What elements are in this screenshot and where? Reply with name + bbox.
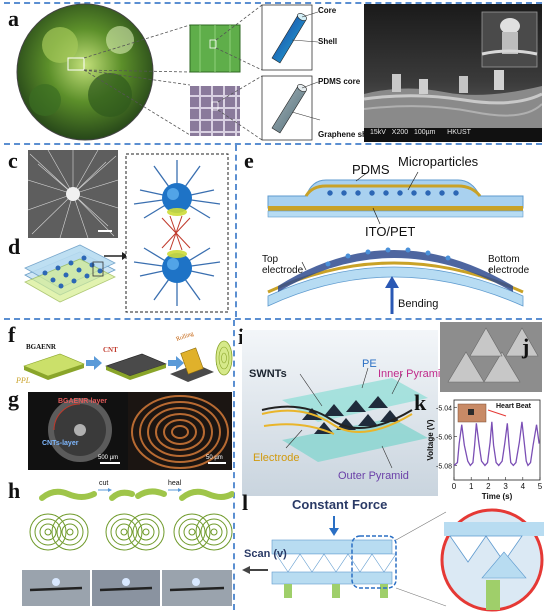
label-pe: PE	[362, 358, 377, 370]
sensor-chip	[468, 409, 474, 415]
label-outer-pyramid: Outer Pyramid	[338, 470, 409, 482]
label-swnts: SWNTs	[249, 368, 287, 380]
panel-label-e: e	[244, 148, 254, 173]
label-shell: Shell	[318, 37, 338, 46]
separator-top	[4, 2, 542, 4]
label-electrode: Electrode	[253, 452, 300, 464]
scale-50um: 50 µm	[206, 455, 223, 461]
y-tick-label: -5.04	[436, 405, 452, 412]
x-tick-label: 1	[469, 482, 474, 491]
panel-j-sem	[440, 322, 542, 392]
label-microparticles: Microparticles	[398, 154, 479, 169]
panel-cd-zoom-box	[104, 153, 229, 313]
label-pdms: PDMS	[352, 162, 390, 177]
annotation-heart-beat: Heart Beat	[496, 403, 532, 410]
label-bending: Bending	[398, 298, 439, 310]
separator-row2	[4, 318, 542, 320]
panel-label-c: c	[8, 148, 18, 173]
sem-info: 15kV X200 100µm HKUST	[370, 129, 471, 136]
label-cnt: CNT	[103, 346, 118, 354]
panel-label-l: l	[242, 490, 249, 515]
label-ppl: PPL	[16, 376, 31, 385]
panel-label-f: f	[8, 322, 16, 347]
x-tick-label: 3	[503, 482, 508, 491]
panel-g-sem	[28, 392, 128, 470]
scale-500um: 500 µm	[98, 455, 119, 461]
y-tick-label: -5.08	[436, 463, 452, 470]
label-cnts-layer: CNTs-layer	[42, 440, 79, 447]
label-constant-force: Constant Force	[292, 497, 388, 512]
label-inner-pyramid: Inner Pyramid	[378, 368, 447, 380]
panel-e-graphic	[267, 171, 524, 314]
panel-label-g: g	[8, 386, 19, 411]
panel-g-optical	[128, 392, 232, 470]
label-pdms-core: PDMS core	[318, 77, 361, 86]
panel-a-graphic	[16, 3, 321, 141]
label-bgaenr-layer: BGAENR-layer	[58, 398, 108, 405]
x-tick-label: 4	[521, 482, 526, 491]
panel-label-j: j	[522, 334, 530, 359]
panel-label-k: k	[414, 390, 427, 415]
label-ito-pet: ITO/PET	[365, 224, 416, 239]
separator-row1	[4, 143, 542, 145]
panel-label-i: i	[238, 324, 245, 349]
label-top-electrode: Top electrode	[262, 254, 304, 276]
panel-label-a: a	[8, 6, 19, 31]
y-tick-label: -5.06	[436, 434, 452, 441]
label-bottom-electrode: Bottom electrode	[488, 254, 530, 276]
x-tick-label: 5	[538, 482, 543, 491]
label-core: Core	[318, 6, 337, 15]
label-heal: heal	[168, 480, 182, 487]
label-graphene-shell: Graphene shell	[318, 130, 376, 139]
panel-h-graphic	[22, 488, 234, 606]
annotation-arrow	[487, 409, 507, 417]
panel-label-h: h	[8, 478, 21, 503]
separator-col-row2	[235, 145, 237, 317]
panel-c-sem-urchin	[28, 150, 118, 238]
panel-f-graphic	[23, 347, 230, 382]
panel-d-graphic	[24, 244, 116, 303]
x-tick-label: 2	[486, 482, 491, 491]
panel-label-d: d	[8, 234, 21, 259]
panel-b-sem-image	[364, 4, 542, 142]
series-line	[453, 421, 540, 467]
label-cut: cut	[99, 480, 109, 487]
x-axis-label: Time (s)	[482, 492, 513, 501]
label-scan: Scan (v)	[244, 548, 287, 560]
y-axis-label: Voltage (V)	[426, 419, 435, 461]
leaf-photo	[16, 3, 154, 141]
panel-l-graphic	[242, 508, 544, 612]
label-bgaenr: BGAENR	[26, 343, 56, 351]
separator-col-row3	[233, 320, 235, 610]
panel-f-roll	[215, 340, 233, 376]
panel-i-graphic	[242, 330, 438, 496]
x-tick-label: 0	[452, 482, 457, 491]
